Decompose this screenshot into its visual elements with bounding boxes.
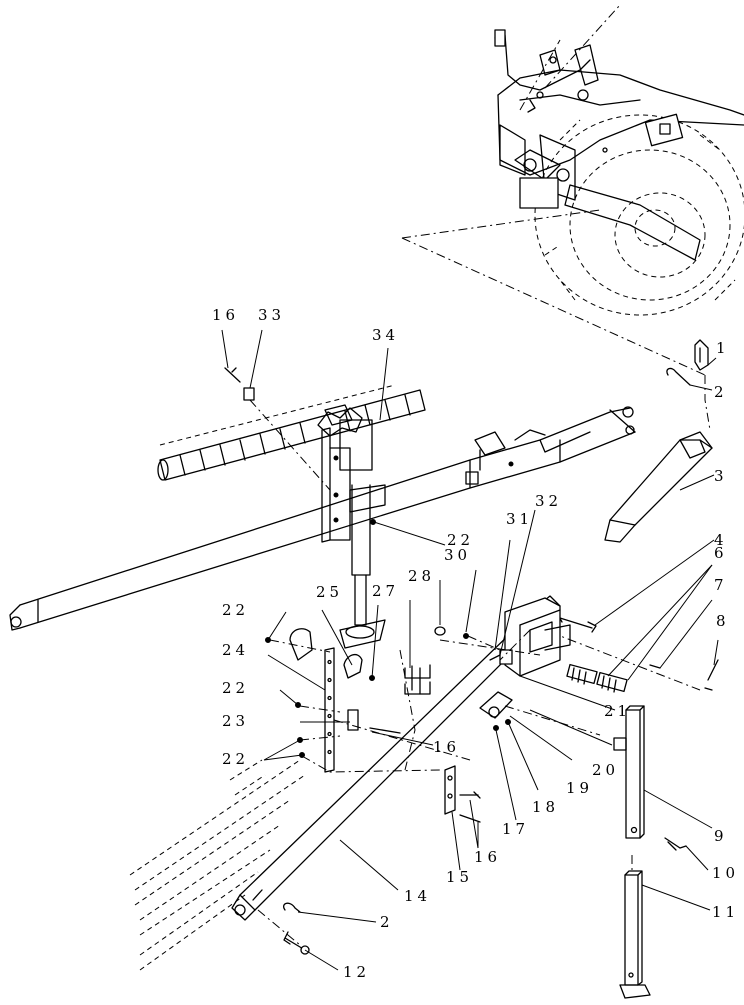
callout-27: 27	[372, 582, 399, 600]
callout-15: 15	[446, 868, 473, 886]
jack-stand	[321, 404, 386, 649]
callout-labels: 1 2 3 4 6 7 8 9 10 11 12 2 14 15 16 17 1…	[212, 306, 739, 981]
callout-22-d: 22	[447, 531, 474, 549]
callout-23: 23	[222, 712, 249, 730]
hair-pin-clip	[666, 367, 691, 386]
cotter-pin	[224, 367, 241, 383]
bolt	[557, 614, 597, 633]
bracket-plate	[444, 765, 481, 823]
leg-stand-lower	[619, 855, 651, 999]
callout-19: 19	[566, 779, 593, 797]
lynch-clip	[243, 387, 255, 401]
callout-6: 6	[714, 544, 728, 562]
spring	[596, 671, 628, 693]
leg-stand	[613, 705, 645, 839]
callout-25: 25	[316, 583, 343, 601]
callout-28: 28	[408, 567, 435, 585]
callout-2-lower: 2	[380, 913, 394, 931]
extension-tube	[604, 431, 713, 543]
pin	[704, 659, 719, 691]
callout-24: 24	[222, 641, 249, 659]
hose-support-coil	[157, 384, 426, 481]
callout-8: 8	[716, 612, 730, 630]
hair-pin-clip	[283, 902, 301, 913]
callout-22-c: 22	[222, 750, 249, 768]
nut	[434, 626, 446, 636]
callout-16: 16	[474, 848, 501, 866]
callout-16-mid: 16	[433, 738, 460, 756]
callout-22-b: 22	[222, 679, 249, 697]
callout-16-top: 16	[212, 306, 239, 324]
pin	[649, 664, 661, 669]
callout-21: 21	[604, 702, 631, 720]
callout-31: 31	[506, 510, 533, 528]
callout-20: 20	[592, 761, 619, 779]
callout-18: 18	[532, 798, 559, 816]
callout-2: 2	[714, 383, 728, 401]
callout-3: 3	[714, 467, 728, 485]
callout-32: 32	[535, 492, 562, 510]
spring	[566, 663, 598, 685]
callout-34: 34	[372, 326, 399, 344]
lower-tongue-assembly	[129, 595, 601, 971]
callout-12: 12	[343, 963, 370, 981]
lock-pin	[664, 837, 687, 851]
callout-4: 4	[714, 531, 728, 549]
callout-17: 17	[502, 820, 529, 838]
u-bolts	[404, 664, 431, 695]
nut	[463, 633, 469, 639]
upper-tongue-assembly	[9, 367, 636, 649]
callout-11: 11	[712, 903, 739, 921]
hitch-pin	[694, 339, 709, 371]
right-side-parts	[549, 339, 719, 999]
callout-10: 10	[712, 864, 739, 882]
callout-33: 33	[258, 306, 285, 324]
tractor-illustration	[401, 4, 744, 431]
leader-lines	[221, 329, 719, 971]
tongue-tube-upper	[9, 406, 636, 631]
tractor-tire	[534, 114, 744, 316]
callout-7: 7	[714, 576, 728, 594]
callout-22-a: 22	[222, 601, 249, 619]
callout-1: 1	[716, 339, 730, 357]
hose-bracket	[343, 653, 363, 679]
hose-bracket	[289, 628, 313, 661]
callout-14: 14	[404, 887, 431, 905]
ghost-hose-lines	[129, 759, 306, 971]
callout-30: 30	[444, 546, 471, 564]
mount-bar	[324, 647, 359, 773]
callout-9: 9	[714, 827, 728, 845]
